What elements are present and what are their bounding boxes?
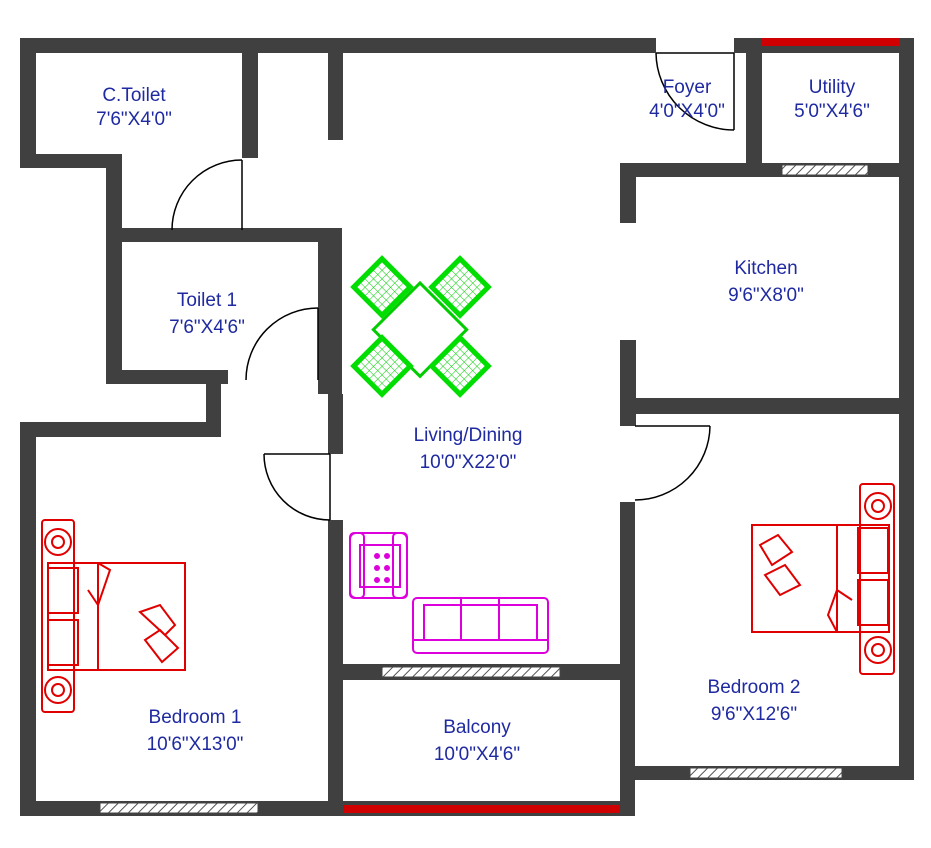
room-foyer-name: Foyer [663,77,712,98]
room-foyer-size: 4'0"X4'0" [649,101,725,122]
wall-toilet1-bottom [106,370,228,384]
door-bedroom2[interactable] [634,425,711,501]
wall-ctoilet-bottom [20,154,122,168]
window-bedroom2 [689,767,843,779]
room-bedroom1-name: Bedroom 1 [149,707,242,728]
wall-bed2-left [620,502,635,682]
wall-left-lower [20,422,36,816]
room-kitchen-size: 9'6"X8'0" [728,285,804,306]
wall-kitchen-top [620,163,762,177]
sofa [412,597,549,654]
room-toilet1-size: 7'6"X4'6" [169,317,245,338]
room-bedroom1-size: 10'6"X13'0" [147,734,244,755]
room-utility-name: Utility [809,77,856,98]
wall-kitchen-bottom [620,398,914,414]
wall-balcony-right [620,664,635,816]
dining-chair-nw [350,255,414,319]
room-living-size: 10'0"X22'0" [420,452,517,473]
room-balcony-name: Balcony [443,717,511,738]
wall-ctoilet-right [242,38,258,158]
doors [171,52,735,521]
window-living [381,666,561,678]
dining-chair-se [428,334,492,398]
room-toilet1-name: Toilet 1 [177,290,237,311]
dining-set [350,255,492,398]
door-toilet1[interactable] [245,307,319,381]
armchair [349,532,408,599]
wall-bed1-right-mid [328,394,343,454]
wall-toilet1-right [318,242,342,394]
room-utility-size: 5'0"X4'6" [794,101,870,122]
windows [99,38,899,814]
room-bedroom2-size: 9'6"X12'6" [711,704,797,725]
window-glass-balcony [343,805,620,813]
dining-chair-ne [428,255,492,319]
wall-jog [206,370,221,426]
window-utility [781,164,869,176]
room-living-name: Living/Dining [414,425,523,446]
wall-living-stub [328,38,343,140]
window-glass-utility [762,38,899,46]
bed-bedroom2 [751,483,895,675]
door-foyer[interactable] [655,52,735,131]
wall-foyer-right [746,38,762,168]
wall-bed1-top [20,422,221,437]
room-labels: C.Toilet 7'6"X4'0" Foyer 4'0"X4'0" Utili… [96,77,870,765]
room-balcony-size: 10'0"X4'6" [434,744,520,765]
dining-chair-sw [350,334,414,398]
wall-kitchen-left-top [620,163,636,223]
door-ctoilet[interactable] [171,159,243,231]
wall-left-upper [20,38,36,168]
room-ctoilet-size: 7'6"X4'0" [96,109,172,130]
room-bedroom2-name: Bedroom 2 [708,677,801,698]
window-bedroom1 [99,802,259,814]
wall-toilets-divider [106,228,342,242]
wall-toilet-left [106,154,122,384]
bed-bedroom1 [41,519,186,713]
room-kitchen-name: Kitchen [734,258,797,279]
door-bedroom1[interactable] [263,453,331,521]
room-ctoilet-name: C.Toilet [102,85,166,106]
